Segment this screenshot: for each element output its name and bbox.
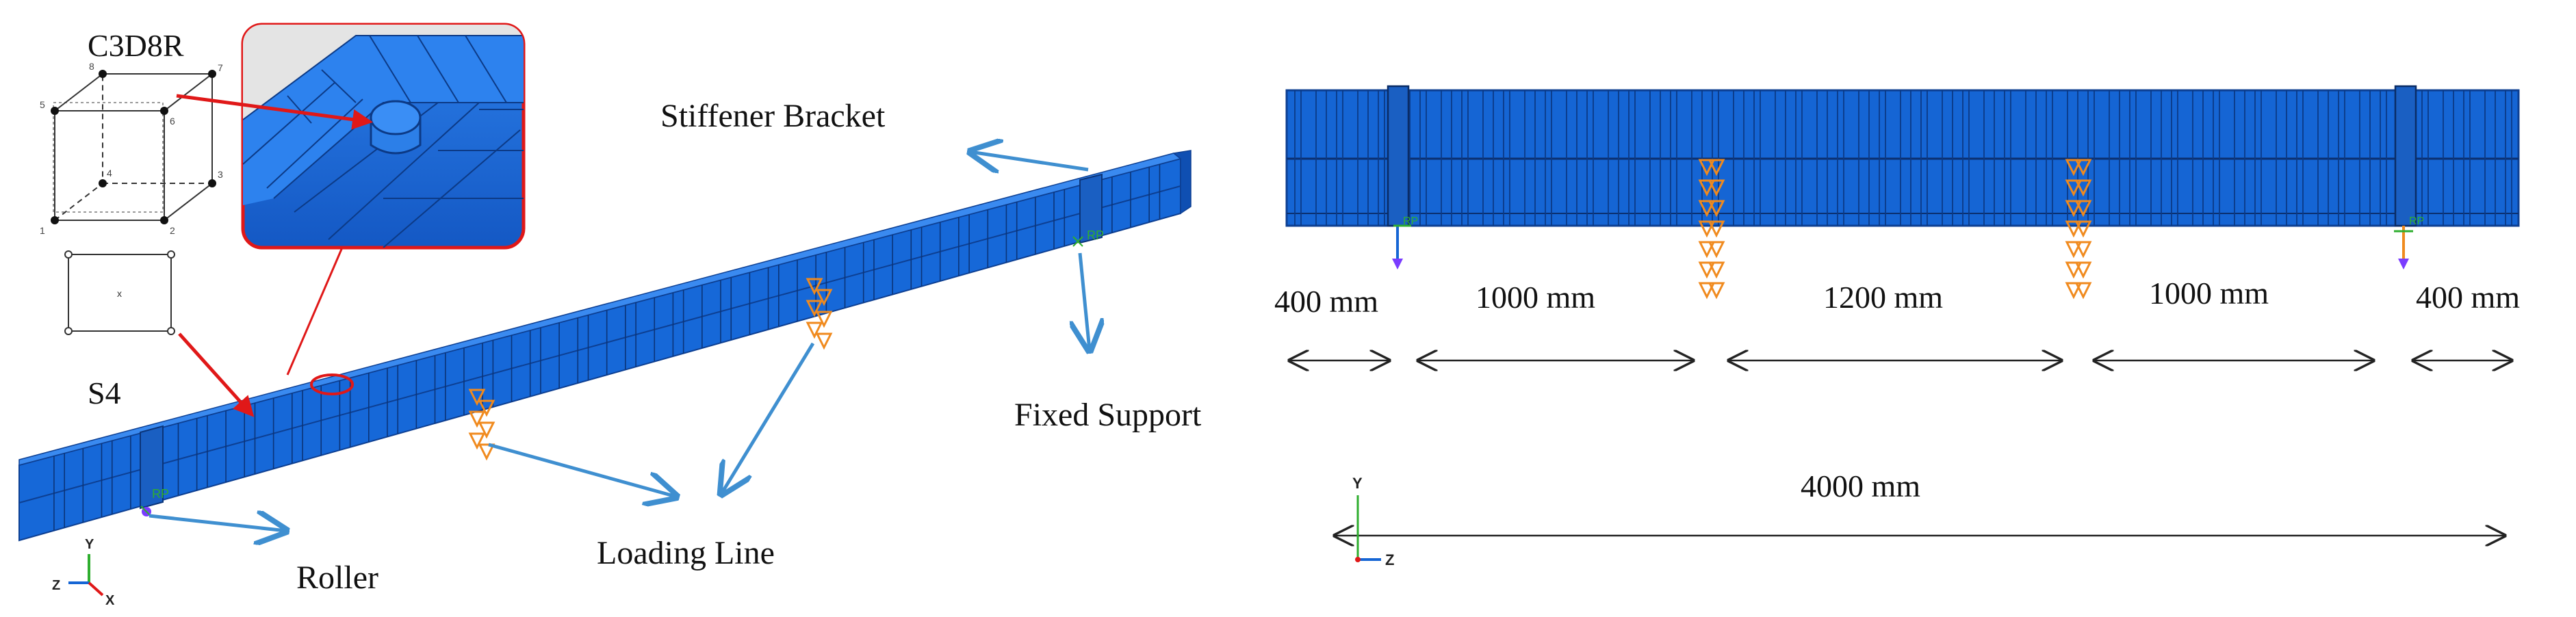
- load-arrowhead: [1708, 200, 1725, 218]
- node-label-7: 7: [218, 62, 223, 73]
- load-arrowhead: [1708, 261, 1725, 279]
- elevation-stiffener-right: [2394, 85, 2417, 227]
- load-arrowhead: [1708, 241, 1725, 259]
- rp-label-roller: RP: [152, 487, 169, 501]
- dim-label-1: 400 mm: [1274, 284, 1378, 319]
- load-arrowhead: [806, 278, 823, 296]
- panel-elevation: RP RP 400 mm 1000 mm 1200 mm 1000 mm 400…: [1274, 85, 2520, 568]
- node-label-8: 8: [89, 61, 94, 72]
- load-arrowhead: [2074, 241, 2092, 259]
- load-arrowhead: [2065, 159, 2083, 176]
- loading-line-markers-elevation: [1698, 159, 2092, 300]
- load-arrowhead: [478, 421, 495, 439]
- support-fixed-elevation: RP: [2394, 215, 2424, 270]
- coordinate-triad-3d: Y Z X: [52, 537, 115, 608]
- load-arrowhead: [815, 311, 833, 328]
- load-arrowhead: [2065, 220, 2083, 238]
- load-arrowhead: [1698, 159, 1716, 176]
- load-arrowhead: [2074, 179, 2092, 197]
- load-arrowhead: [2065, 241, 2083, 259]
- load-arrowhead: [468, 410, 486, 428]
- arrow-to-stiffener: [970, 152, 1089, 170]
- label-fixed-support: Fixed Support: [1014, 397, 1202, 433]
- label-stiffener-bracket: Stiffener Bracket: [660, 98, 886, 134]
- label-loading-line: Loading Line: [597, 535, 775, 571]
- load-arrowhead: [468, 389, 486, 406]
- node-label-5: 5: [40, 99, 45, 110]
- load-arrowhead: [806, 300, 823, 317]
- load-arrowhead: [1708, 179, 1725, 197]
- coordinate-triad-elevation: Y Z: [1352, 475, 1394, 568]
- node-label-1: 1: [40, 225, 45, 236]
- reference-point-roller: RP: [140, 487, 169, 518]
- load-arrowhead: [2074, 282, 2092, 300]
- load-arrowhead: [1698, 261, 1716, 279]
- elevation-stiffener-left: [1387, 85, 1410, 227]
- mesh-zoom-callout: [176, 23, 526, 417]
- dimension-lines: [1289, 360, 2512, 536]
- load-arrowhead: [1698, 200, 1716, 218]
- dim-label-total: 4000 mm: [1801, 469, 1920, 503]
- load-arrowhead: [806, 321, 823, 339]
- beam-3d: [18, 150, 1192, 542]
- load-arrowhead: [815, 332, 833, 350]
- label-s4: S4: [88, 376, 121, 410]
- dim-label-5: 400 mm: [2416, 280, 2520, 315]
- load-arrowhead: [2065, 261, 2083, 279]
- arrow-load-right: [721, 342, 815, 494]
- arrow-load-left: [488, 443, 676, 497]
- triad-3d-x: X: [105, 593, 115, 608]
- arrow-fixed-support: [1080, 252, 1090, 350]
- shell-center-label: x: [117, 288, 122, 299]
- load-arrowhead: [468, 432, 486, 450]
- rp-label-elev-left: RP: [1403, 215, 1418, 227]
- load-arrowhead: [1698, 282, 1716, 300]
- label-c3d8r: C3D8R: [88, 28, 184, 63]
- support-roller-elevation: RP: [1392, 215, 1418, 270]
- node-label-2: 2: [170, 225, 175, 236]
- triad-elev-z: Z: [1385, 551, 1394, 568]
- load-arrowhead: [2065, 200, 2083, 218]
- load-arrowhead: [1708, 282, 1725, 300]
- load-arrowhead: [815, 289, 833, 306]
- load-arrowhead: [1698, 179, 1716, 197]
- arrow-roller: [149, 516, 286, 531]
- triad-3d-y: Y: [85, 537, 94, 552]
- beam-elevation: [1285, 85, 2520, 227]
- rp-label-fixed: RP: [1087, 228, 1104, 242]
- solid-element-sketch: [51, 70, 216, 224]
- load-arrowhead: [2074, 220, 2092, 238]
- dim-label-4: 1000 mm: [2149, 276, 2269, 311]
- dim-label-3: 1200 mm: [1823, 280, 1943, 315]
- triad-elev-y: Y: [1352, 475, 1363, 492]
- node-label-6: 6: [170, 116, 175, 127]
- shell-element-sketch: x: [64, 250, 175, 335]
- support-stiffener-left: [140, 425, 164, 510]
- label-roller: Roller: [296, 560, 378, 596]
- load-arrowhead: [2074, 200, 2092, 218]
- load-arrowhead: [1708, 159, 1725, 176]
- reference-point-fixed: RP: [1072, 228, 1104, 247]
- rp-label-elev-right: RP: [2409, 215, 2424, 227]
- load-arrowhead: [478, 399, 495, 417]
- loading-line-markers-3d: [468, 278, 833, 461]
- load-arrowhead: [478, 443, 495, 461]
- dim-label-2: 1000 mm: [1476, 280, 1595, 315]
- load-arrowhead: [1698, 241, 1716, 259]
- node-label-4: 4: [107, 168, 112, 179]
- load-arrowhead: [2074, 159, 2092, 176]
- load-arrowhead: [1708, 220, 1725, 238]
- load-arrowhead: [2065, 179, 2083, 197]
- load-arrowhead: [1698, 220, 1716, 238]
- panel-3d-model: C3D8R 1 2 3 4 5 6 7 8: [18, 23, 1202, 608]
- annotation-arrows: [149, 152, 1090, 531]
- node-label-3: 3: [218, 169, 223, 180]
- support-stiffener-right: [1079, 173, 1103, 244]
- triad-3d-z: Z: [52, 578, 60, 593]
- load-arrowhead: [2074, 261, 2092, 279]
- load-arrowhead: [2065, 282, 2083, 300]
